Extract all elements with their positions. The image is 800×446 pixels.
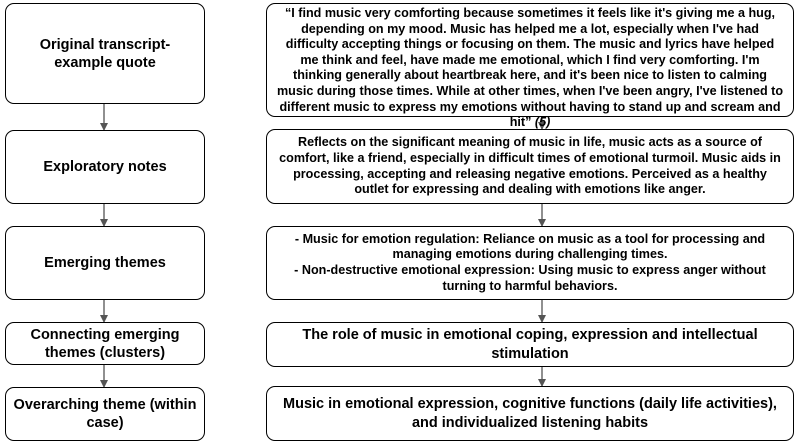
overarching-text: Music in emotional expression, cognitive…: [283, 395, 777, 431]
quote-reference: (5): [534, 115, 551, 130]
quote-text: “I find music very comforting because so…: [276, 6, 784, 130]
quote-paragraph: “I find music very comforting because so…: [275, 6, 785, 131]
stage-label-text: Emerging themes: [44, 255, 166, 271]
stage-content-clusters: The role of music in emotional coping, e…: [266, 322, 794, 367]
stage-label-clusters: Connecting emerging themes (clusters): [5, 322, 205, 365]
stage-label-original-quote: Original transcript- example quote: [5, 3, 205, 104]
stage-label-text: Connecting emerging themes (clusters): [30, 326, 180, 361]
theme-item: - Non-destructive emotional expression: …: [294, 263, 766, 293]
stage-content-overarching-theme: Music in emotional expression, cognitive…: [266, 386, 794, 441]
stage-label-overarching-theme: Overarching theme (within case): [5, 387, 205, 441]
stage-label-emerging-themes: Emerging themes: [5, 226, 205, 300]
stage-content-emerging-themes: - Music for emotion regulation: Reliance…: [266, 226, 794, 300]
notes-text: Reflects on the significant meaning of m…: [279, 135, 781, 197]
stage-label-text: Exploratory notes: [43, 159, 167, 175]
stage-label-exploratory-notes: Exploratory notes: [5, 130, 205, 204]
stage-content-exploratory-notes: Reflects on the significant meaning of m…: [266, 129, 794, 204]
stage-label-text: Original transcript- example quote: [39, 36, 171, 71]
theme-item: - Music for emotion regulation: Reliance…: [294, 231, 766, 262]
stage-content-original-quote: “I find music very comforting because so…: [266, 3, 794, 129]
stage-label-text: Overarching theme (within case): [13, 397, 197, 431]
cluster-text: The role of music in emotional coping, e…: [302, 326, 758, 362]
